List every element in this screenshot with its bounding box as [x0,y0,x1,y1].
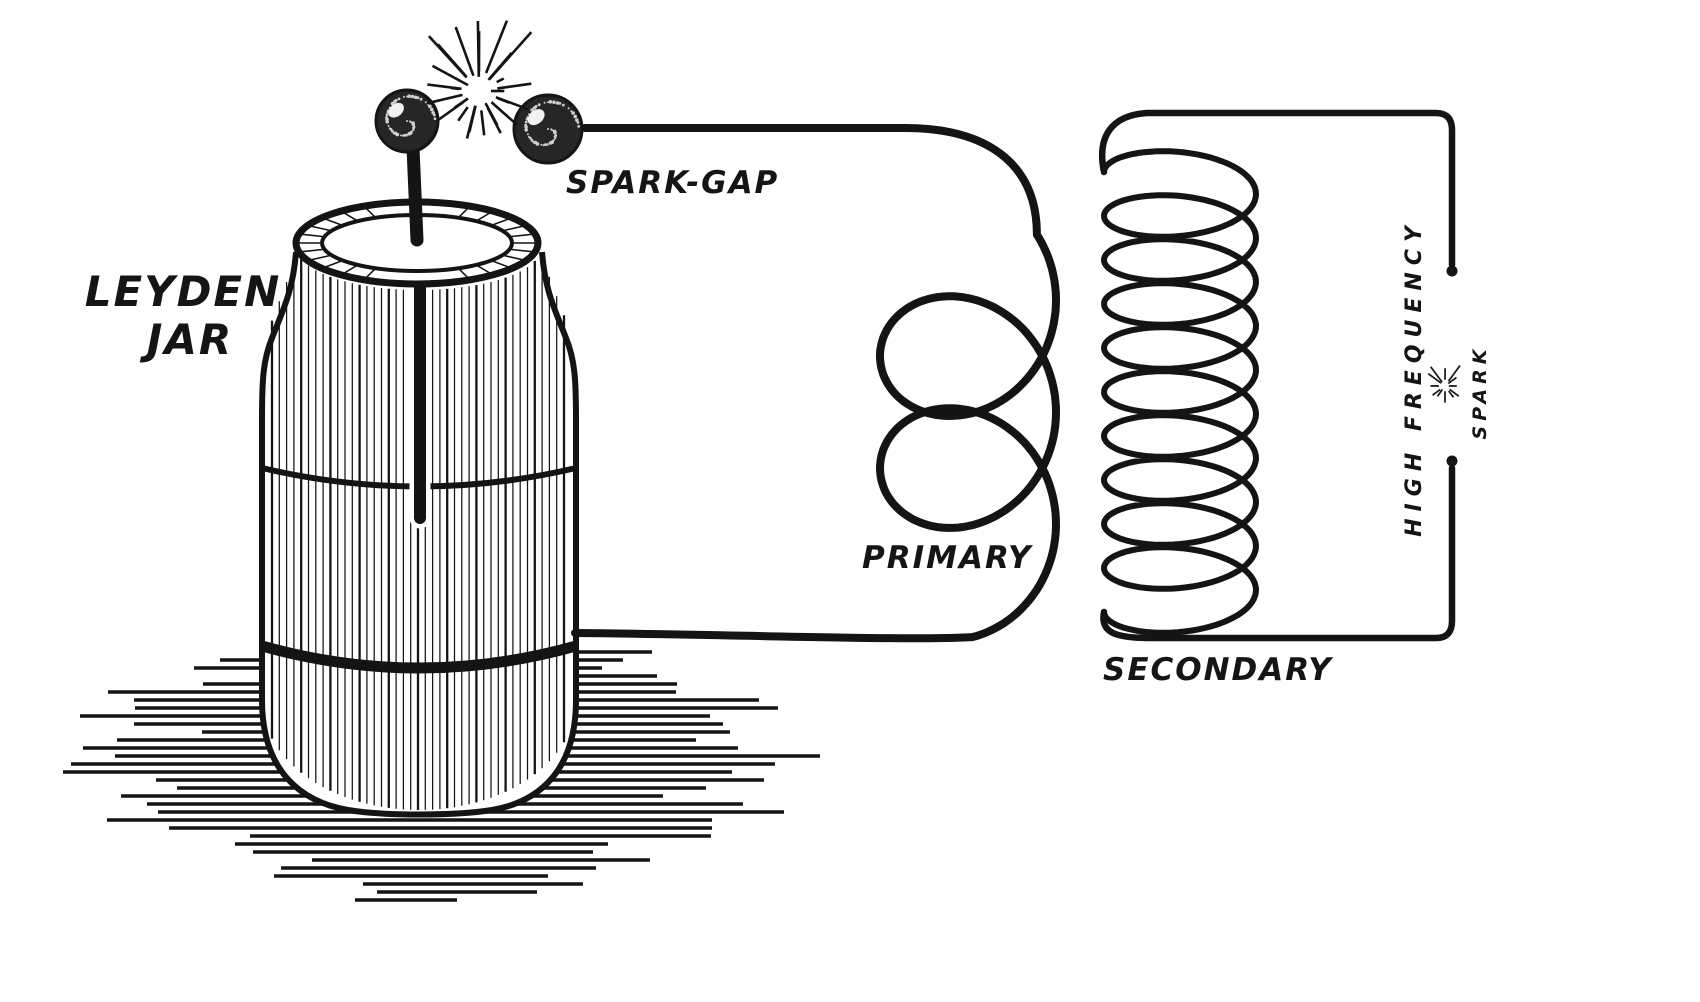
leyden-jar-label-line2: JAR [140,315,233,364]
output-wire-top [1098,109,1456,269]
spark-gap-balls [374,88,584,247]
jar-hoop [260,640,578,674]
secondary-coil [1100,148,1260,636]
spark-label: SPARK [1469,345,1491,440]
diagram-labels: LEYDEN JAR SPARK-GAP PRIMARY SECONDARY H… [85,165,1491,688]
primary-label: PRIMARY [862,540,1034,576]
output-wire-bottom [1100,464,1456,642]
primary-coil-wire [571,124,1060,643]
spark-terminal-top [1446,265,1458,277]
rod-above-jar [406,141,424,247]
spark-terminal-bottom [1446,455,1458,467]
high-frequency-spark-circuit [1098,109,1461,642]
leyden-jar-label-line1: LEYDEN [85,267,282,316]
secondary-label: SECONDARY [1103,652,1334,688]
primary-coil-circuit [571,124,1060,643]
high-frequency-label: HIGH FREQUENCY [1402,219,1427,537]
secondary-coil-wire [1100,148,1260,636]
leyden-jar-illustration [259,198,579,818]
spark-rays-icon [427,20,533,139]
spark-gap-label: SPARK-GAP [566,165,779,201]
